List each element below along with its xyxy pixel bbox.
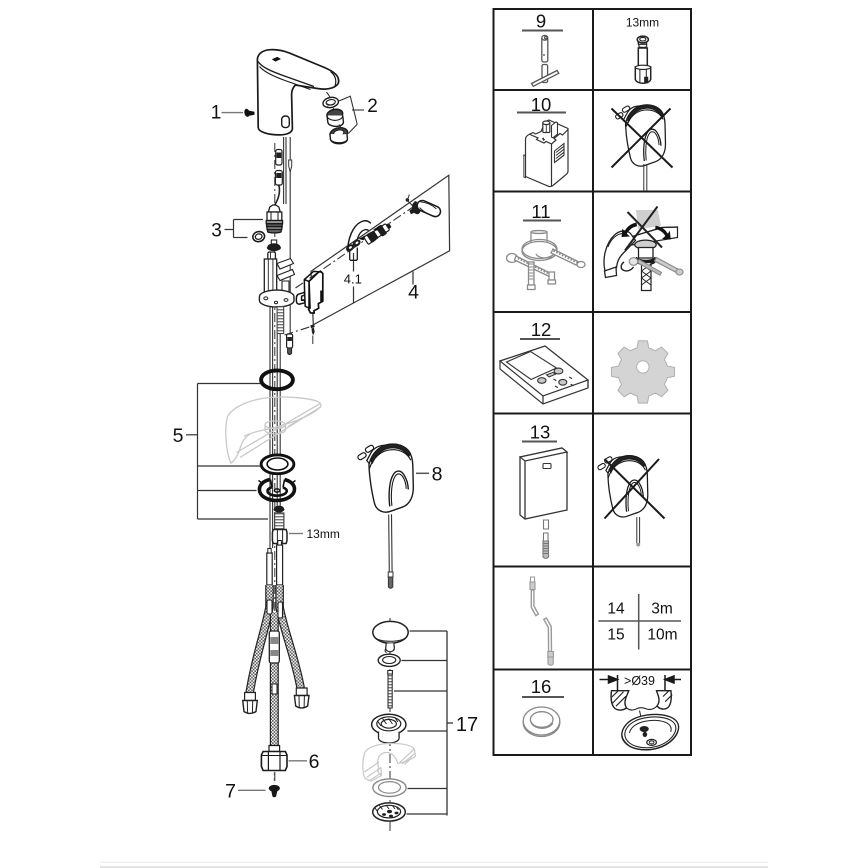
svg-text:13mm: 13mm — [626, 16, 659, 30]
svg-text:15: 15 — [607, 627, 624, 644]
svg-text:13: 13 — [530, 422, 551, 443]
svg-text:7: 7 — [225, 781, 236, 803]
svg-text:14: 14 — [607, 601, 625, 618]
svg-text:12: 12 — [531, 319, 552, 340]
svg-text:17: 17 — [456, 714, 478, 736]
svg-text:4: 4 — [408, 282, 419, 304]
svg-text:8: 8 — [432, 464, 443, 486]
svg-text:3m: 3m — [651, 601, 673, 618]
svg-text:9: 9 — [536, 11, 546, 32]
svg-text:>Ø39: >Ø39 — [624, 674, 655, 688]
svg-text:13mm: 13mm — [307, 527, 340, 541]
svg-text:5: 5 — [173, 425, 184, 447]
svg-text:16: 16 — [531, 676, 552, 697]
svg-text:4.1: 4.1 — [344, 271, 362, 286]
svg-text:11: 11 — [531, 201, 550, 222]
svg-text:2: 2 — [367, 96, 378, 117]
svg-text:10: 10 — [531, 94, 552, 115]
svg-text:10m: 10m — [647, 627, 677, 644]
svg-text:6: 6 — [309, 751, 320, 773]
svg-text:1: 1 — [211, 103, 222, 124]
svg-text:3: 3 — [211, 221, 222, 242]
